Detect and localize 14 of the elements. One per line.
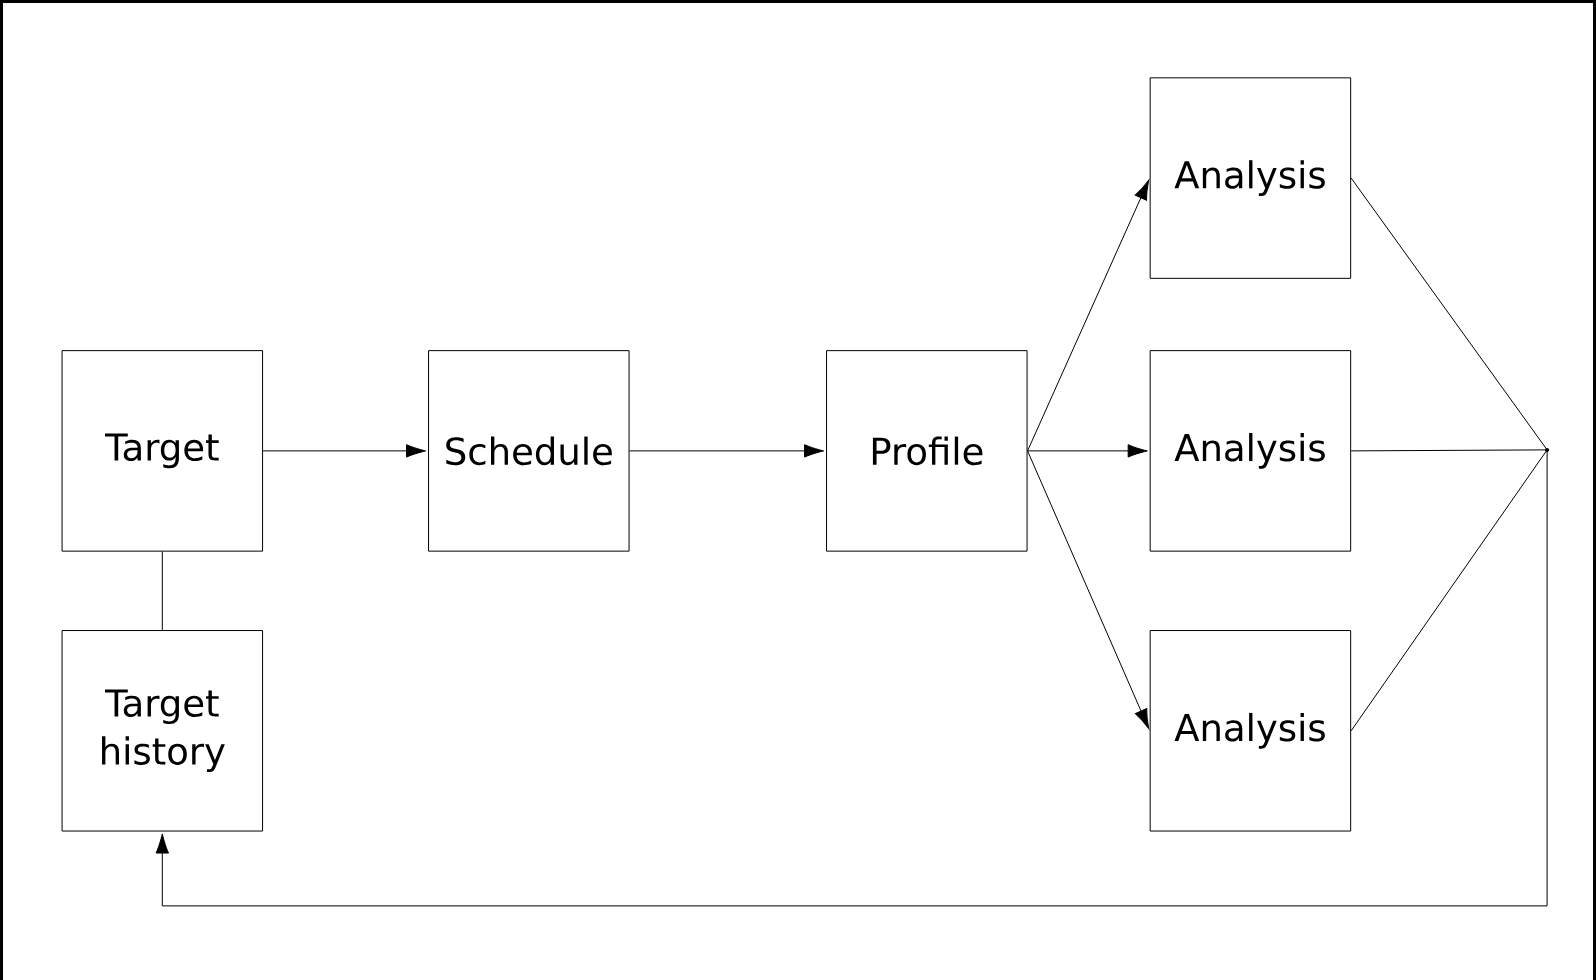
arrow <box>629 444 825 458</box>
junction-point <box>1545 447 1550 452</box>
process-box: Target <box>61 350 264 552</box>
arrow <box>262 444 427 458</box>
process-box: Profile <box>826 350 1028 552</box>
arrow <box>1027 450 1150 730</box>
process-box: Target history <box>61 630 264 832</box>
process-box: Analysis <box>1149 350 1352 552</box>
process-box: Schedule <box>428 350 630 552</box>
arrow <box>155 449 1548 907</box>
arrow <box>1027 179 1150 452</box>
arrow <box>1027 444 1148 458</box>
process-box: Analysis <box>1149 630 1352 832</box>
process-box: Analysis <box>1149 77 1352 279</box>
